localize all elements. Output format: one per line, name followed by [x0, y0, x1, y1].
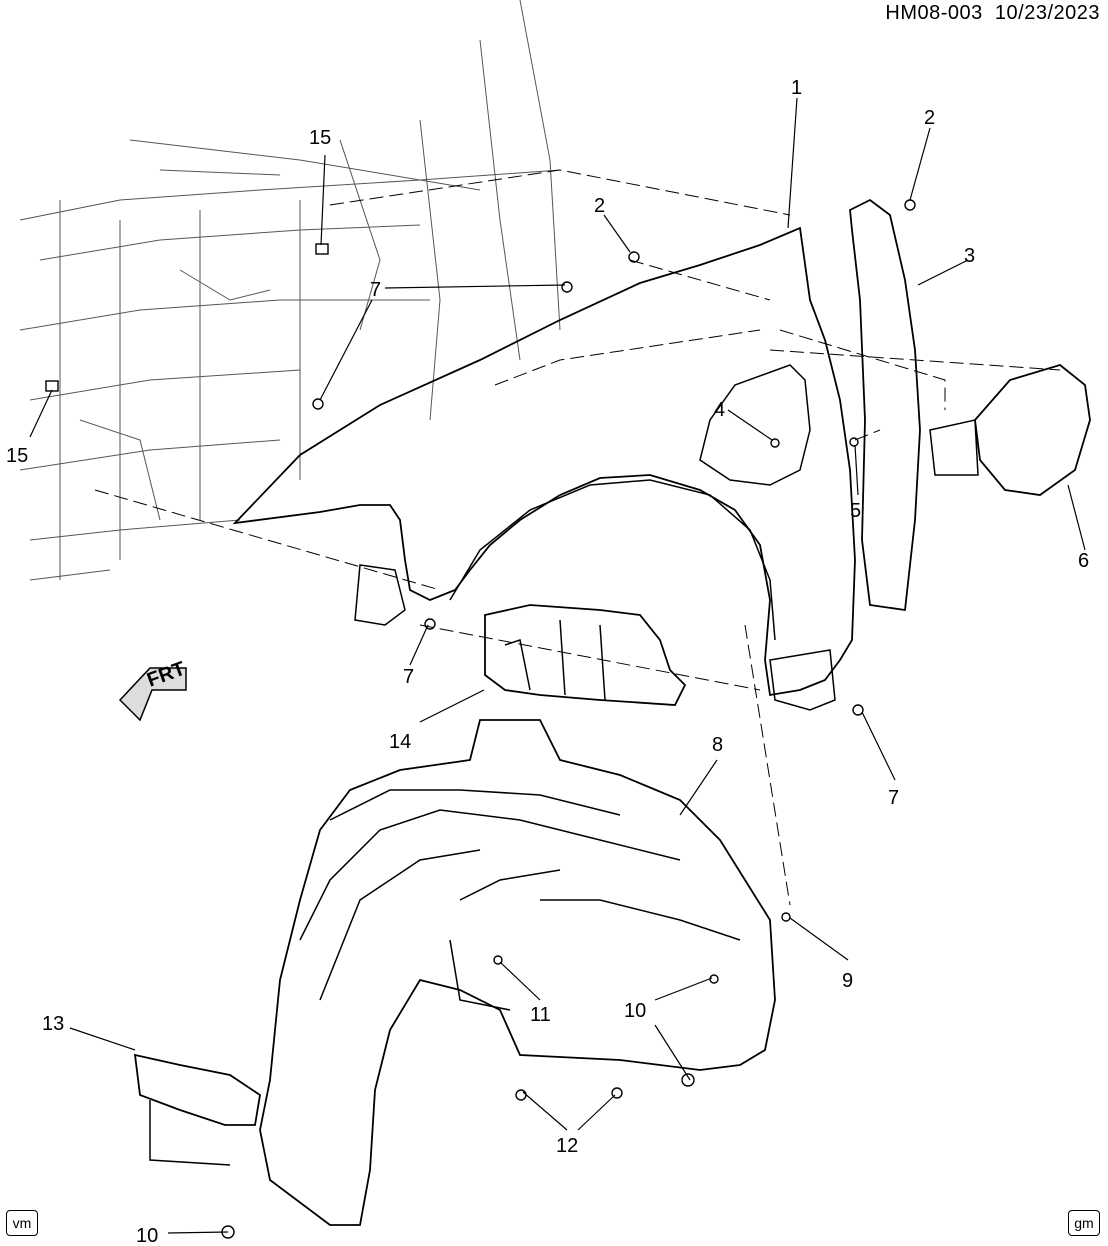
fender-panel [232, 226, 856, 697]
callout-11: 11 [530, 1004, 551, 1026]
callout-3: 3 [964, 245, 975, 267]
splash-guard [133, 1053, 261, 1126]
diagram-date: 10/23/2023 [994, 2, 1100, 24]
diagram-code: HM08-003 [885, 2, 983, 24]
callout-15-left: 15 [6, 445, 28, 467]
callout-6: 6 [1078, 550, 1089, 572]
fuel-door-hinge [929, 419, 979, 476]
gm-logo: gm [1068, 1210, 1100, 1236]
callout-8: 8 [712, 734, 723, 756]
callout-5: 5 [850, 500, 861, 522]
callout-15-top: 15 [309, 127, 331, 149]
front-arrow-icon [118, 667, 187, 722]
callout-10-bottom: 10 [136, 1225, 158, 1246]
fender-bracket [354, 564, 406, 626]
alignment-lines [94, 169, 1061, 906]
wheel-arch-edge [449, 479, 776, 641]
vm-badge: vm [6, 1210, 38, 1236]
callout-10-mid: 10 [624, 1000, 646, 1022]
fuel-door-opening [699, 364, 811, 486]
callout-4: 4 [714, 399, 725, 421]
callout-labels: 1 2 2 3 4 5 6 7 7 7 7 8 9 10 10 11 12 13… [6, 77, 1089, 1246]
callout-7-right: 7 [888, 787, 899, 809]
vehicle-structure [19, 0, 561, 581]
insulator-pad [484, 604, 687, 706]
diagram-header: HM08-003 10/23/2023 [885, 2, 1100, 25]
fuel-door [974, 364, 1091, 496]
callout-14: 14 [389, 731, 411, 753]
callout-13: 13 [42, 1013, 64, 1035]
fender-rear-bracket [769, 649, 836, 711]
callout-2-right: 2 [924, 107, 935, 129]
callout-1: 1 [791, 77, 802, 99]
callout-2-left: 2 [594, 195, 605, 217]
fasteners [45, 199, 916, 1239]
callout-7-top: 7 [370, 279, 381, 301]
leader-lines [29, 97, 1086, 1234]
fender-trim [849, 198, 921, 612]
callout-7-left: 7 [403, 666, 414, 688]
callout-9: 9 [842, 970, 853, 992]
callout-12: 12 [556, 1135, 578, 1157]
wheelhouse-liner [259, 719, 776, 1226]
